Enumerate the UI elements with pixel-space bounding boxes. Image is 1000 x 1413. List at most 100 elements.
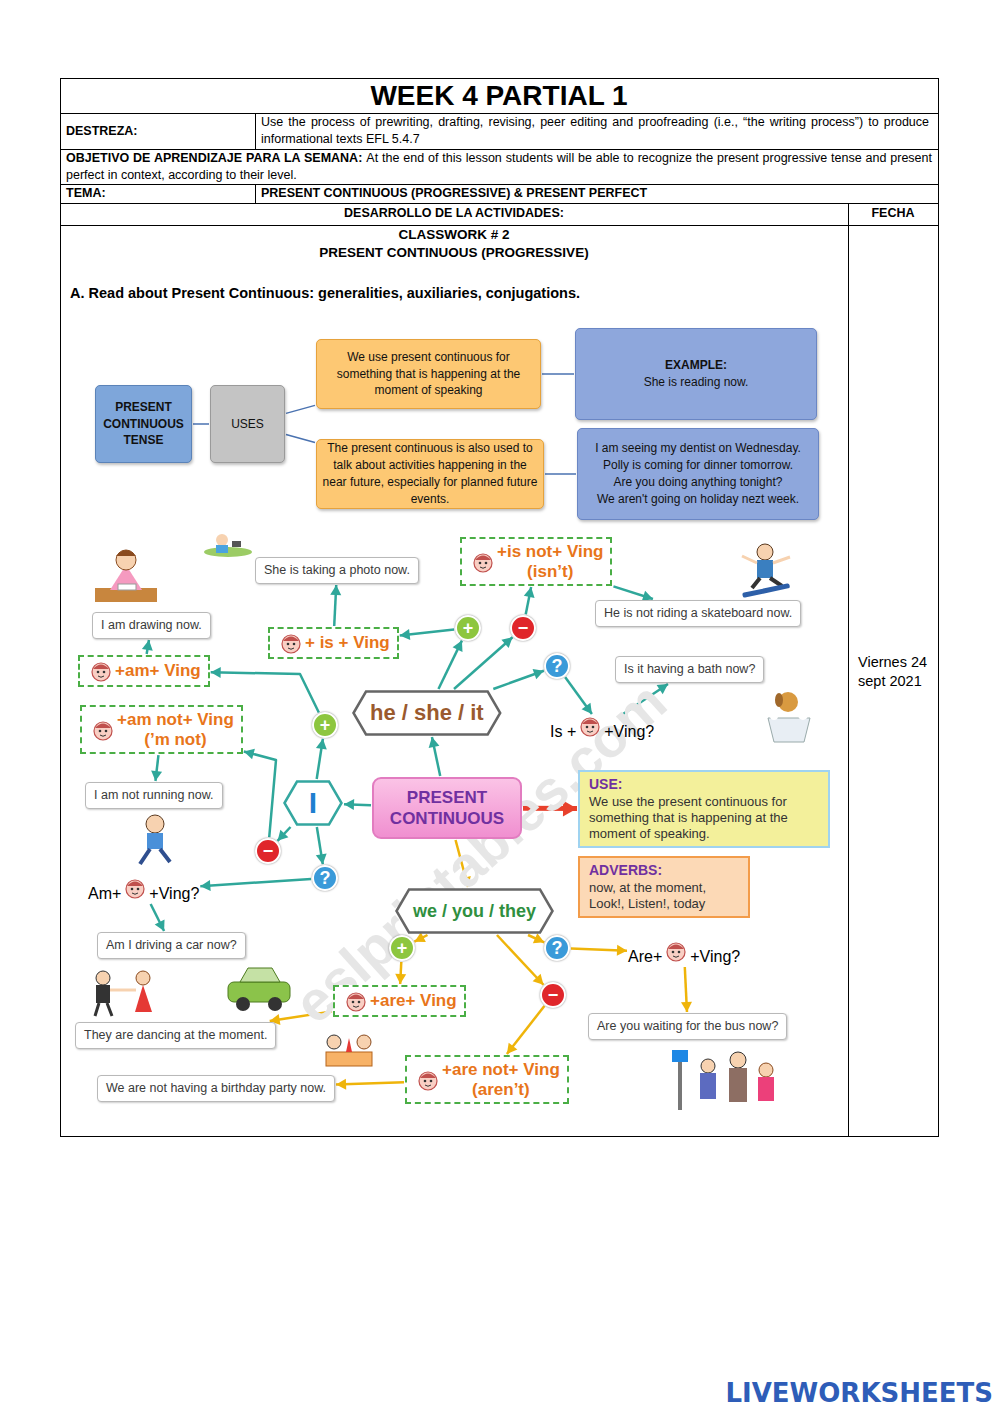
face-icon <box>472 551 494 573</box>
sign-text: − <box>518 619 529 637</box>
connector <box>286 435 315 443</box>
hexagon-shape <box>397 890 553 933</box>
concept-box: We use present continuous for something … <box>316 339 541 409</box>
couple-dancing <box>95 971 152 1016</box>
box-text: PRESENT CONTINUOUS <box>382 787 512 830</box>
box-text: They are dancing at the moment. <box>84 1028 267 1043</box>
connector-line <box>286 405 315 413</box>
connector <box>613 586 653 601</box>
sign-text: − <box>263 842 274 860</box>
connector-line <box>545 473 576 475</box>
box-text: Polly is coming for dinner tomorrow. <box>603 457 793 474</box>
connector <box>336 1079 404 1090</box>
connector <box>151 755 162 781</box>
connector <box>193 424 209 425</box>
connector-line <box>278 827 291 841</box>
boy-skateboarding <box>742 544 790 598</box>
box-text: We use present continuous for something … <box>321 349 536 399</box>
connector <box>454 637 513 689</box>
connector-line <box>193 423 209 425</box>
formula-column: +are not+ Ving(aren’t) <box>442 1060 560 1099</box>
arrow-head <box>211 667 221 678</box>
hexagon-shape <box>354 692 501 735</box>
formula-column: +is not+ Ving(isn’t) <box>497 542 603 581</box>
formula-text: + is + Ving <box>305 633 390 653</box>
pronoun-text: I <box>309 786 317 820</box>
sign-circle: ? <box>544 935 570 961</box>
face-icon <box>579 715 601 737</box>
concept-box: USES <box>210 385 285 463</box>
sign-text: ? <box>552 657 563 675</box>
connector <box>542 374 574 375</box>
arrow-head <box>244 749 255 760</box>
arrow-head <box>142 640 153 651</box>
pronoun-text: we / you / they <box>413 901 536 922</box>
box-text: I am drawing now. <box>101 618 202 633</box>
box-text: He is not riding a skateboard now. <box>604 606 792 621</box>
note-text: now, at the moment, Look!, Listen!, toda… <box>589 880 739 913</box>
formula-column: +are+ Ving <box>370 991 457 1011</box>
formula-text: +is not+ Ving <box>497 542 603 562</box>
arrow-head <box>533 933 544 943</box>
arrow-head <box>344 799 354 810</box>
dog-bathing <box>768 692 810 742</box>
boy-running <box>140 815 170 864</box>
connector <box>200 879 311 891</box>
formula-text: (isn’t) <box>527 562 573 582</box>
formula-text: +Ving? <box>690 948 740 965</box>
page-title: WEEK 4 PARTIAL 1 <box>60 79 938 113</box>
connector <box>438 641 462 689</box>
connector <box>545 474 576 475</box>
cell-heading: DESTREZA: <box>66 124 251 138</box>
cell-heading: DESARROLLO DE LA ACTIVIDADES: <box>60 206 848 220</box>
connector-line <box>542 373 574 375</box>
formula-text: (aren’t) <box>472 1080 530 1100</box>
arrow-head <box>155 920 165 931</box>
example-box: We are not having a birthday party now. <box>97 1075 335 1102</box>
formula-box: +are+ Ving <box>333 985 466 1017</box>
example-box: I am drawing now. <box>92 612 211 639</box>
arrow-head <box>316 853 327 864</box>
connector <box>142 640 153 654</box>
box-text: She is taking a photo now. <box>264 563 410 578</box>
box-text: I am not running now. <box>94 788 214 803</box>
formula-column: + is + Ving <box>305 633 390 653</box>
sign-circle: ? <box>312 865 338 891</box>
arrow-head <box>336 1079 346 1090</box>
formula-column: +am not+ Ving(’m not) <box>117 710 234 749</box>
example-box: Are you waiting for the bus now? <box>588 1013 787 1040</box>
formula-text: (’m not) <box>144 730 206 750</box>
arrow-head <box>533 974 544 985</box>
formula-text: Are+ <box>628 948 662 965</box>
connector-line <box>454 637 513 689</box>
connector <box>571 945 627 956</box>
note-box: USE:We use the present continuous for so… <box>578 770 830 848</box>
connector <box>429 737 441 776</box>
pronoun-hexagon: we / you / they <box>395 888 554 934</box>
sign-circle: + <box>312 712 338 738</box>
arrow-head <box>533 669 544 679</box>
connector-line <box>565 677 592 714</box>
connector <box>528 933 544 943</box>
sign-circle: − <box>540 982 566 1008</box>
note-box: ADVERBS:now, at the moment, Look!, Liste… <box>578 856 750 918</box>
formula-text: Am+ <box>88 885 121 902</box>
formula-box: Are+ +Ving? <box>628 940 740 966</box>
example-box: Am I driving a car now? <box>97 932 246 959</box>
box-text: Are you waiting for the bus now? <box>597 1019 778 1034</box>
formula-text: Is + <box>550 723 576 740</box>
formula-text: +Ving? <box>604 723 654 740</box>
formula-box: +am not+ Ving(’m not) <box>80 705 243 754</box>
formula-text: +are+ Ving <box>370 991 457 1011</box>
girl-drawing <box>95 550 157 602</box>
sign-text: + <box>397 939 408 957</box>
connector <box>400 629 454 640</box>
cell-heading: OBJETIVO DE APRENDIZAJE PARA LA SEMANA: <box>66 151 362 165</box>
formula-box: +is not+ Ving(isn’t) <box>460 537 612 586</box>
arrow-head <box>681 1002 692 1012</box>
bus-stop-people <box>672 1050 774 1110</box>
box-text: We aren't going on holiday nezt week. <box>597 491 799 508</box>
connector <box>316 827 327 864</box>
car-driving <box>228 968 290 1011</box>
